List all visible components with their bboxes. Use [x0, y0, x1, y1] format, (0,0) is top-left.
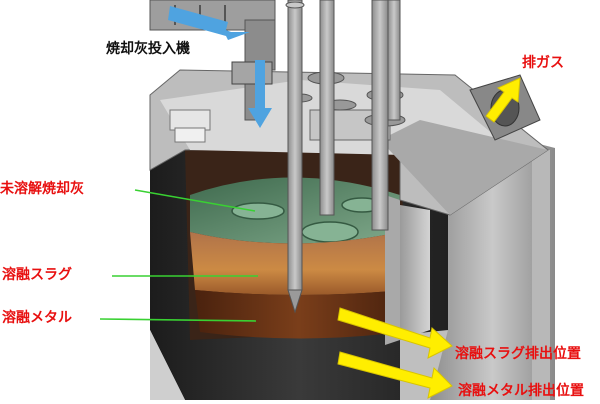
base-gap: [0, 330, 150, 400]
electrode-1-cap: [285, 1, 305, 9]
electrode-1-tip: [287, 289, 303, 314]
label-unmelted-ash: 未溶解焼却灰: [0, 181, 84, 197]
leader-unmelted-ash: [134, 189, 256, 212]
electrode-3: [371, 0, 389, 231]
label-ash-feeder: 焼却灰投入機: [106, 41, 190, 57]
roof-block-1: [169, 109, 211, 131]
feeder-motor: [231, 61, 273, 85]
base-left: [150, 330, 185, 400]
ash-ring-2: [301, 221, 359, 243]
label-exhaust-gas: 排ガス: [522, 55, 564, 71]
label-molten-slag: 溶融スラグ: [2, 267, 72, 283]
metal-layer: [195, 290, 402, 339]
electrode-4: [387, 0, 401, 121]
label-metal-outlet: 溶融メタル排出位置: [458, 383, 584, 399]
feed-arrow-down: [248, 60, 272, 128]
label-slag-outlet: 溶融スラグ排出位置: [455, 346, 581, 362]
exhaust-arrow: [485, 77, 521, 123]
electrode-2: [319, 0, 335, 216]
leader-molten-metal: [99, 318, 257, 322]
hull-edge: [532, 150, 550, 400]
electrode-1: [287, 0, 303, 291]
refractory-wall-right: [400, 205, 430, 340]
roof-block-2: [174, 127, 206, 143]
slag-outlet-arrow: [337, 307, 453, 359]
label-molten-metal: 溶融メタル: [2, 310, 72, 326]
refractory-wall-inner: [385, 195, 400, 345]
ash-ring-1: [231, 202, 285, 220]
roof-slope: [380, 120, 548, 215]
metal-outlet-arrow: [337, 351, 453, 399]
feed-arrow-horizontal: [168, 6, 250, 40]
